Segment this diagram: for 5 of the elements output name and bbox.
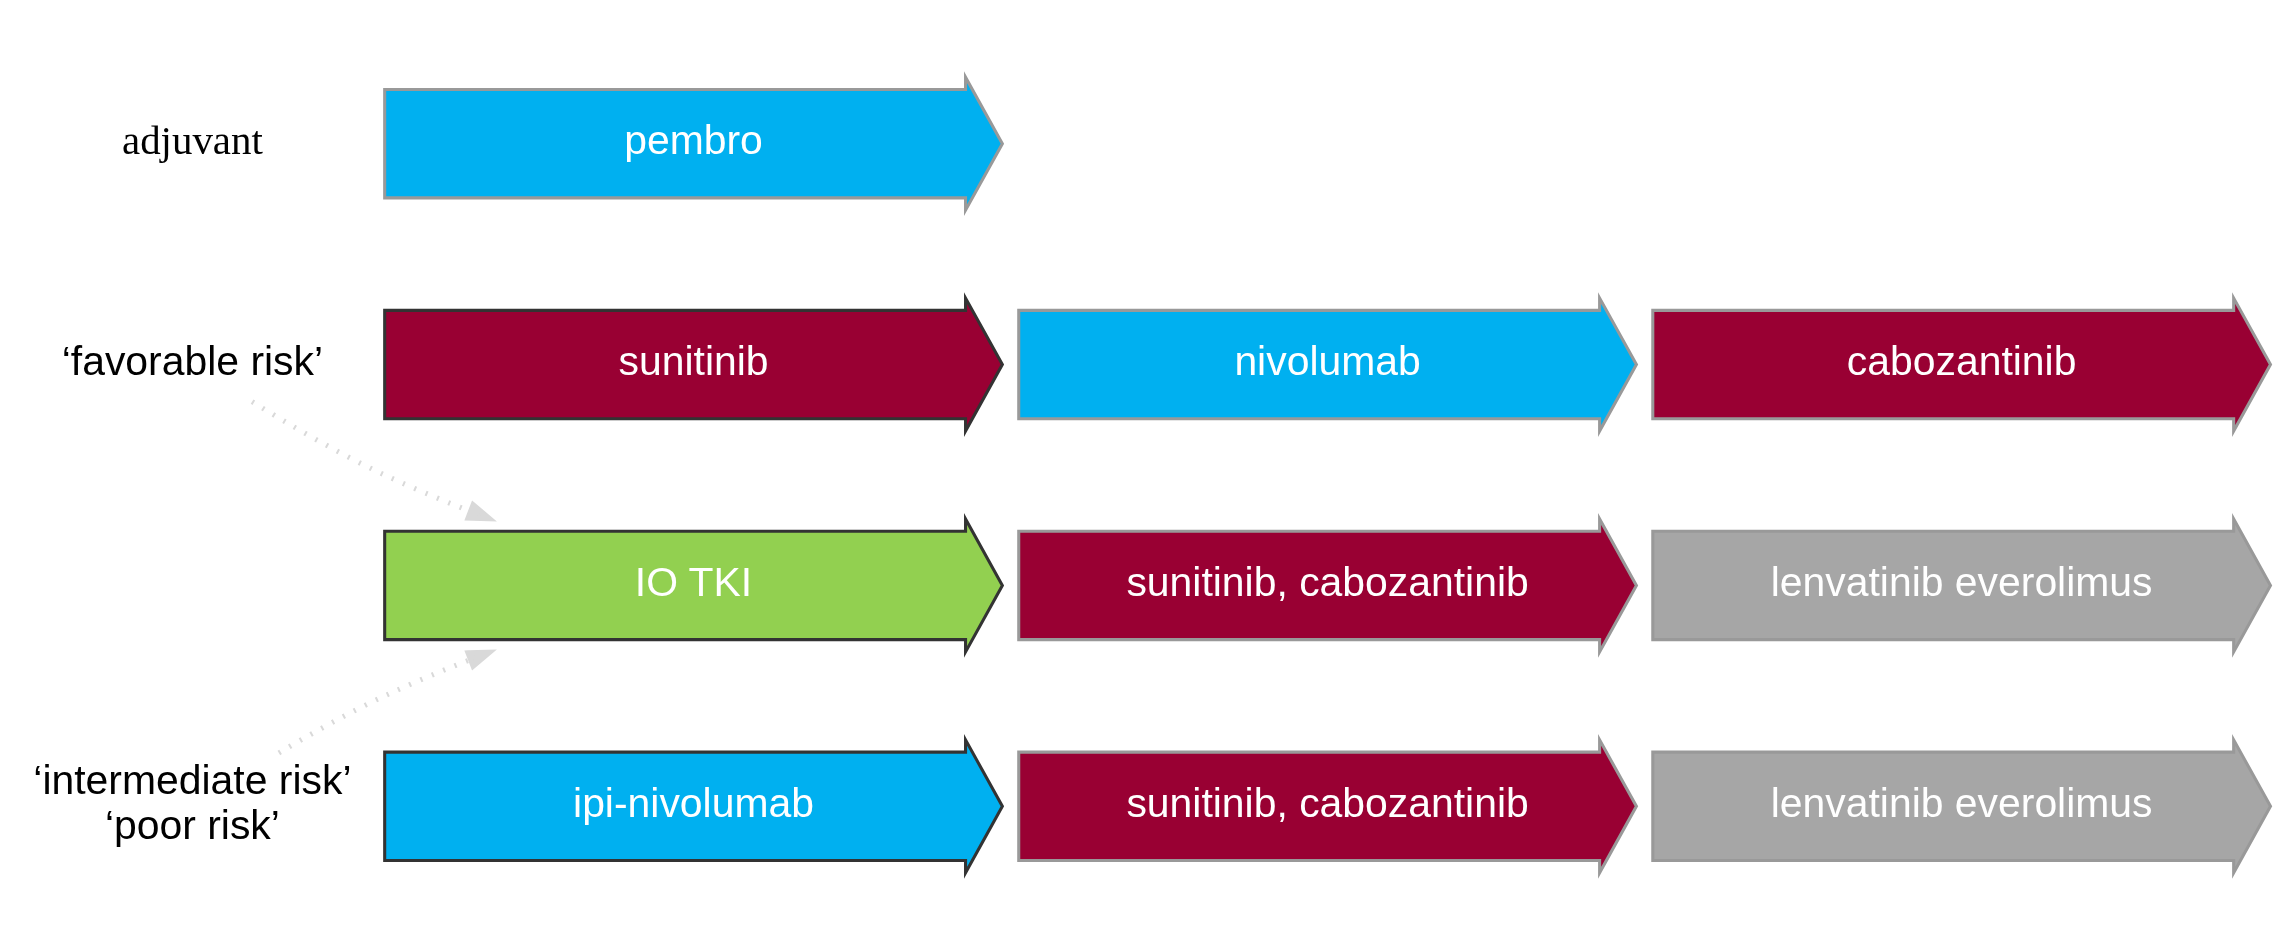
label: adjuvant — [122, 117, 263, 163]
node-text: ‘favorable risk’ — [61, 337, 324, 384]
node-text: ‘intermediate risk’ ‘poor risk’ — [33, 756, 352, 848]
arrow — [277, 648, 497, 755]
arrow — [250, 399, 497, 521]
